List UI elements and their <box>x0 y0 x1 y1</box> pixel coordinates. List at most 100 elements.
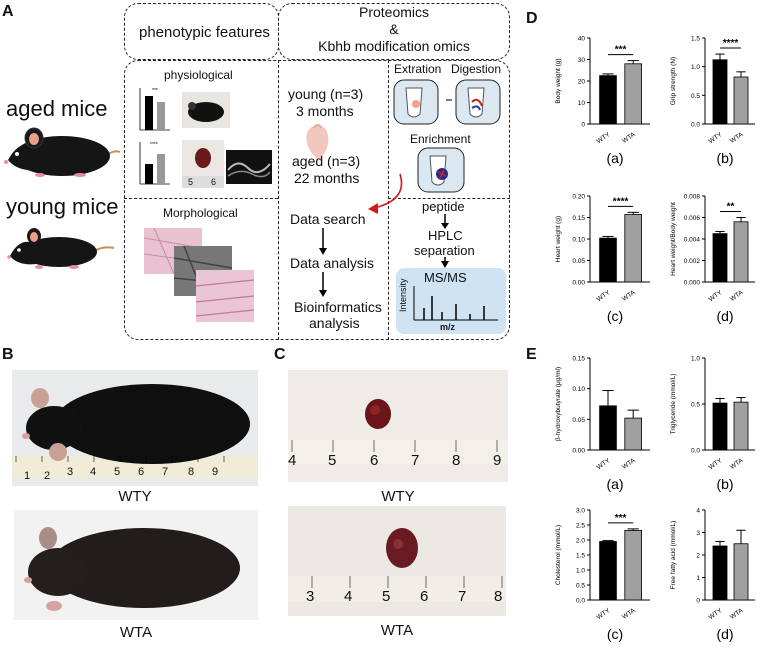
significance-stars-d1: **** <box>723 38 739 49</box>
y-axis-label-d1: Grip strength (N) <box>670 57 677 105</box>
y-tick-label-e6: 3.0 <box>576 508 585 515</box>
bar-wta-e5 <box>733 401 749 451</box>
morphological-label: Morphological <box>163 206 238 220</box>
aged-age-label: 22 months <box>294 170 360 186</box>
y-tick-label-d1: 0.5 <box>691 93 700 100</box>
y-tick-label-d0: 10 <box>578 100 586 107</box>
divider-horizontal-1 <box>124 198 278 199</box>
ruler-tick-1: 1 <box>24 470 31 482</box>
x-tick-label-d1: WTY <box>708 131 724 145</box>
chart-sublabel-d0: (a) <box>606 150 623 166</box>
ruler-tick-3: 3 <box>67 466 74 478</box>
separation-label: separation <box>414 243 475 258</box>
ruler-label-5: 5 <box>188 177 194 187</box>
young-mice-label: young mice <box>6 194 119 219</box>
bar-wty-d2 <box>599 237 617 283</box>
x-tick-label-e6: WTY <box>596 607 612 621</box>
y-axis-label-e4: β-hydroxybutyrate (μg/ml) <box>555 367 562 441</box>
young-age-label: 3 months <box>296 103 354 119</box>
y-tick-label-d2: 0.10 <box>572 237 585 244</box>
msms-label: MS/MS <box>424 270 467 285</box>
ms-spectrum <box>413 286 498 321</box>
c-top-ruler-4: 4 <box>288 452 297 469</box>
wty-ruler-labels: 1 2 3 4 5 6 7 8 9 <box>12 466 258 486</box>
y-tick-label-e6: 1.0 <box>576 568 585 575</box>
svg-text:****: **** <box>150 142 158 148</box>
wta-heart-photo <box>288 506 506 616</box>
x-tick-label-e6: WTA <box>621 607 637 621</box>
ruler-tick-9: 9 <box>212 466 219 478</box>
y-tick-label-d2: 0.05 <box>572 258 585 265</box>
aged-n-label: aged (n=3) <box>292 153 361 169</box>
extraction-digestion-icons <box>393 79 501 125</box>
chart-sublabel-d1: (b) <box>716 150 733 166</box>
significance-stars-d3: ** <box>727 202 735 213</box>
y-tick-label-e7: 0 <box>696 598 700 605</box>
young-mouse-illustration <box>7 228 114 269</box>
y-tick-label-e6: 1.5 <box>576 553 585 560</box>
ruler-tick-7: 7 <box>162 466 169 478</box>
y-tick-label-d3: 0.000 <box>684 280 701 287</box>
bar-wta-e4 <box>624 417 642 451</box>
y-tick-label-e6: 2.5 <box>576 523 585 530</box>
bar-wty-e6 <box>599 541 617 601</box>
y-axis-label-e7: Free fatty acid (mmol/L) <box>670 521 677 590</box>
y-tick-label-d2: 0.00 <box>572 280 585 287</box>
x-tick-label-e4: WTA <box>621 457 637 471</box>
significance-stars-e6: *** <box>615 513 627 524</box>
ultrasound-thumbnail <box>226 150 272 184</box>
bar-wta-e7 <box>733 543 749 601</box>
wta-caption-c: WTA <box>380 622 414 639</box>
chart-sublabel-d2: (c) <box>607 308 623 324</box>
c-bottom-ruler-4: 4 <box>344 588 353 605</box>
divider-vertical-2 <box>388 60 389 340</box>
y-tick-label-d3: 0.002 <box>684 258 701 265</box>
panel-letter-e: E <box>526 346 537 363</box>
bar-wty-d3 <box>712 233 728 283</box>
c-top-ruler-9: 9 <box>493 452 502 469</box>
proteomics-box <box>278 3 510 60</box>
aged-mice-label: aged mice <box>6 96 108 121</box>
y-tick-label-e4: 0.10 <box>572 386 585 393</box>
workflow-box <box>124 60 510 340</box>
enrichment-icon <box>417 147 465 193</box>
wty-heart-photo <box>288 370 508 482</box>
x-tick-label-d1: WTA <box>729 131 745 145</box>
wta-heart-ruler-labels: 3 4 5 6 7 8 <box>288 588 506 608</box>
svg-text:***: *** <box>152 88 158 94</box>
chart-sublabel-e7: (d) <box>716 626 733 642</box>
y-tick-label-d2: 0.20 <box>572 194 585 201</box>
panel-letter-a: A <box>2 3 14 20</box>
wty-caption-b: WTY <box>118 488 152 505</box>
x-tick-label-d3: WTA <box>729 289 745 303</box>
extraction-label: Extration <box>394 62 442 76</box>
chart-sublabel-e6: (c) <box>607 626 623 642</box>
y-tick-label-e7: 1 <box>696 575 700 582</box>
bar-wta-d3 <box>733 221 749 283</box>
histology-images <box>144 228 255 322</box>
y-tick-label-d3: 0.008 <box>684 194 701 201</box>
divider-vertical-1 <box>278 60 279 340</box>
y-tick-label-e5: 1.0 <box>691 356 700 363</box>
x-tick-label-e7: WTY <box>708 607 724 621</box>
y-tick-label-e5: 0.0 <box>691 448 700 455</box>
y-tick-label-e6: 0.5 <box>576 583 585 590</box>
wta-caption-b: WTA <box>119 624 153 641</box>
y-tick-label-d3: 0.004 <box>684 237 701 244</box>
mouse-photo-thumbnail <box>182 92 230 128</box>
proteomics-line3: Kbhb modification omics <box>318 38 470 54</box>
c-top-ruler-6: 6 <box>370 452 379 469</box>
c-bottom-ruler-6: 6 <box>420 588 429 605</box>
ruler-tick-5: 5 <box>114 466 121 478</box>
bar-wty-d1 <box>712 59 728 125</box>
chart-sublabel-e5: (b) <box>716 476 733 492</box>
data-search-label: Data search <box>290 211 366 227</box>
y-tick-label-e7: 2 <box>696 553 700 560</box>
phenotypic-features-label: phenotypic features <box>139 24 270 41</box>
y-tick-label-d1: 0.0 <box>691 122 700 129</box>
heart-photo-thumbnail <box>182 140 224 188</box>
y-tick-label-e5: 0.5 <box>691 402 700 409</box>
y-tick-label-d0: 20 <box>578 79 586 86</box>
x-tick-label-e7: WTA <box>729 607 745 621</box>
